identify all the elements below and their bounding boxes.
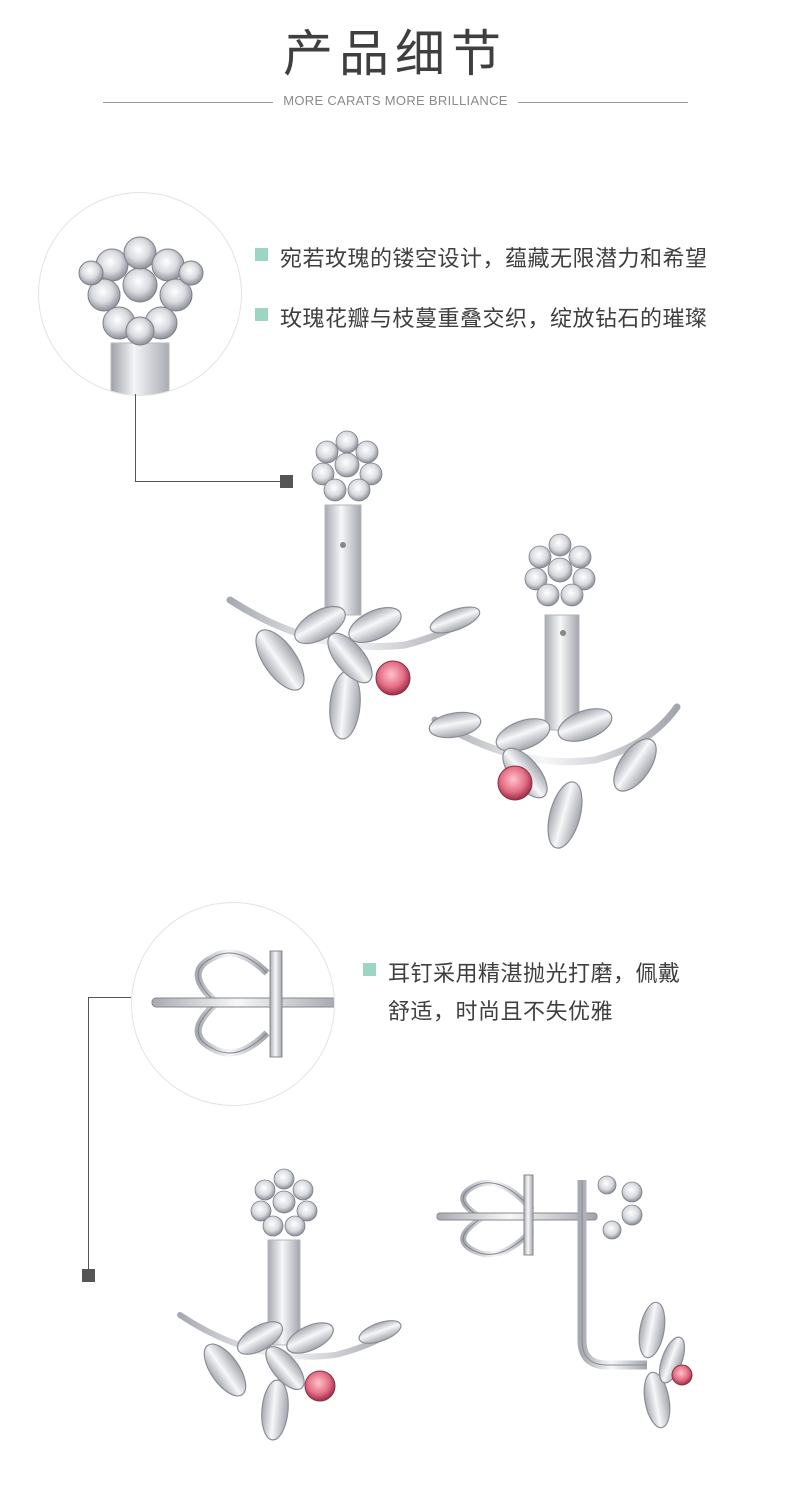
leaf-earring-angled-icon	[428, 533, 681, 849]
leaf-earring-front-icon	[226, 430, 481, 740]
divider-right	[518, 102, 688, 103]
bullet-square-icon	[255, 248, 268, 261]
leaf-earring-front-bottom-icon	[177, 1168, 402, 1441]
earring-back-closeup-icon	[151, 949, 334, 1058]
feature-text-3: 耳钉采用精湛抛光打磨，佩戴 舒适，时尚且不失优雅	[388, 956, 748, 1032]
connector-marker	[280, 475, 293, 488]
flower-cluster-closeup-icon	[78, 236, 204, 395]
connector-line-vertical	[135, 394, 136, 482]
page-title: 产品细节	[283, 25, 507, 83]
feature-text-3-content: 耳钉采用精湛抛光打磨，佩戴 舒适，时尚且不失优雅	[388, 962, 681, 1025]
divider-left	[103, 102, 273, 103]
subtitle-row: MORE CARATS MORE BRILLIANCE	[103, 92, 688, 112]
earring-side-profile-icon	[436, 1174, 693, 1429]
feature-text-2: 玫瑰花瓣与枝蔓重叠交织，绽放钻石的璀璨	[280, 307, 708, 332]
feature-bullet-3: 耳钉采用精湛抛光打磨，佩戴 舒适，时尚且不失优雅	[363, 956, 748, 1032]
connector-line-vertical-2	[88, 997, 89, 1269]
feature-bullet-1: 宛若玫瑰的镂空设计，蕴藏无限潜力和希望	[255, 241, 708, 279]
bullet-square-icon	[363, 963, 376, 976]
page-subtitle: MORE CARATS MORE BRILLIANCE	[283, 93, 508, 108]
connector-line-horizontal-2	[88, 997, 131, 998]
feature-text-1: 宛若玫瑰的镂空设计，蕴藏无限潜力和希望	[280, 247, 708, 272]
feature-bullet-2: 玫瑰花瓣与枝蔓重叠交织，绽放钻石的璀璨	[255, 301, 708, 339]
closeup-circle-flower	[38, 192, 242, 396]
connector-line-horizontal	[135, 481, 280, 482]
bullet-square-icon	[255, 308, 268, 321]
closeup-circle-back	[131, 902, 335, 1106]
connector-marker-2	[82, 1269, 95, 1282]
